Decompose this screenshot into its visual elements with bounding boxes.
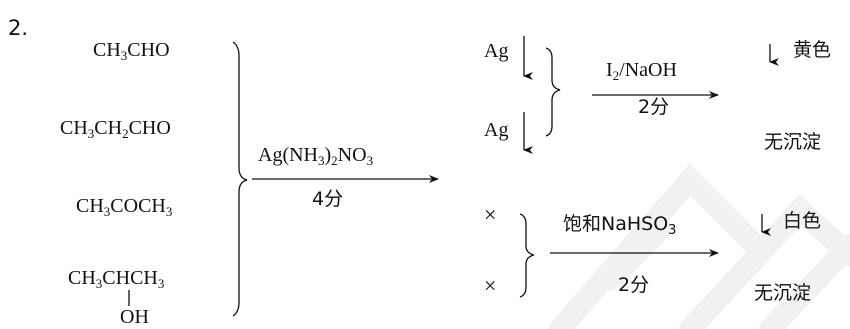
brace-compounds (232, 41, 248, 317)
outcome-no-precipitate-1: 无沉淀 (764, 131, 822, 153)
reagent-iodoform: I2/NaOH (606, 59, 677, 83)
compound-propanal: CH3CH2CHO (60, 117, 171, 141)
compound-branch-oh: OH (120, 306, 149, 328)
result-x-1: × (484, 202, 497, 227)
result-ag-2: Ag (484, 119, 509, 141)
outcome-no-precipitate-2: 无沉淀 (754, 282, 812, 304)
result-x-2: × (484, 273, 497, 298)
brace-ag (545, 47, 561, 137)
compound-acetaldehyde: CH3CHO (93, 39, 170, 63)
result-ag-1: Ag (484, 40, 509, 62)
question-number: 2. (8, 16, 29, 40)
reagent-tollens: Ag(NH3)2NO3 (258, 144, 374, 168)
brace-x (519, 213, 535, 298)
score-2-upper: 2分 (638, 96, 670, 118)
reagent-bisulfite: 饱和NaHSO3 (563, 213, 677, 238)
outcome-yellow: 黄色 (793, 39, 832, 61)
compound-acetone: CH3COCH3 (76, 195, 173, 219)
outcome-white: 白色 (783, 210, 822, 232)
score-4: 4分 (312, 188, 344, 210)
score-2-lower: 2分 (618, 274, 650, 296)
compound-isopropanol: CH3CHCH3 (68, 267, 165, 291)
